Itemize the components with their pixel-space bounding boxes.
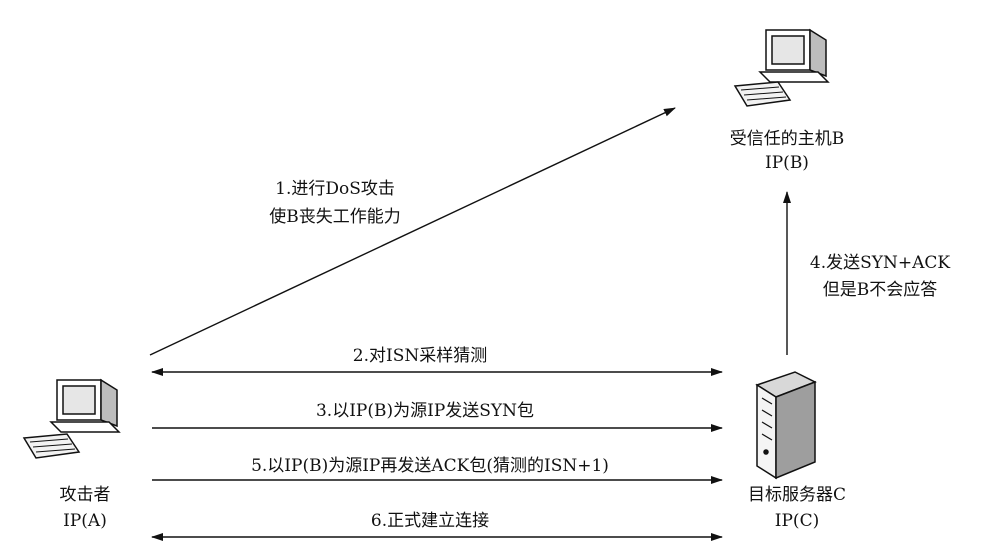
server-c-name: 目标服务器C [747, 485, 846, 505]
step4-label-line2: 但是B不会应答 [822, 280, 938, 300]
step5-label: 5.以IP(B)为源IP再发送ACK包(猜测的ISN+1) [251, 456, 609, 476]
step1-arrow [149, 107, 676, 356]
host-b-name: 受信任的主机B [729, 129, 845, 149]
step4-label-line1: 4.发送SYN+ACK [809, 253, 951, 273]
step1-label-line2: 使B丧失工作能力 [269, 207, 401, 227]
step3-label: 3.以IP(B)为源IP发送SYN包 [315, 401, 535, 421]
step6-label: 6.正式建立连接 [370, 511, 490, 531]
attacker-name: 攻击者 [59, 485, 111, 505]
host-b-computer-icon [733, 28, 830, 107]
step2-label: 2.对ISN采样猜测 [352, 346, 488, 366]
server-c-ip: IP(C) [774, 511, 820, 531]
step1-label-line1: 1.进行DoS攻击 [275, 179, 395, 199]
attacker-computer-icon [22, 378, 121, 459]
server-c-tower-icon [755, 371, 817, 480]
host-b-ip: IP(B) [765, 153, 809, 173]
attacker-ip: IP(A) [63, 511, 107, 531]
